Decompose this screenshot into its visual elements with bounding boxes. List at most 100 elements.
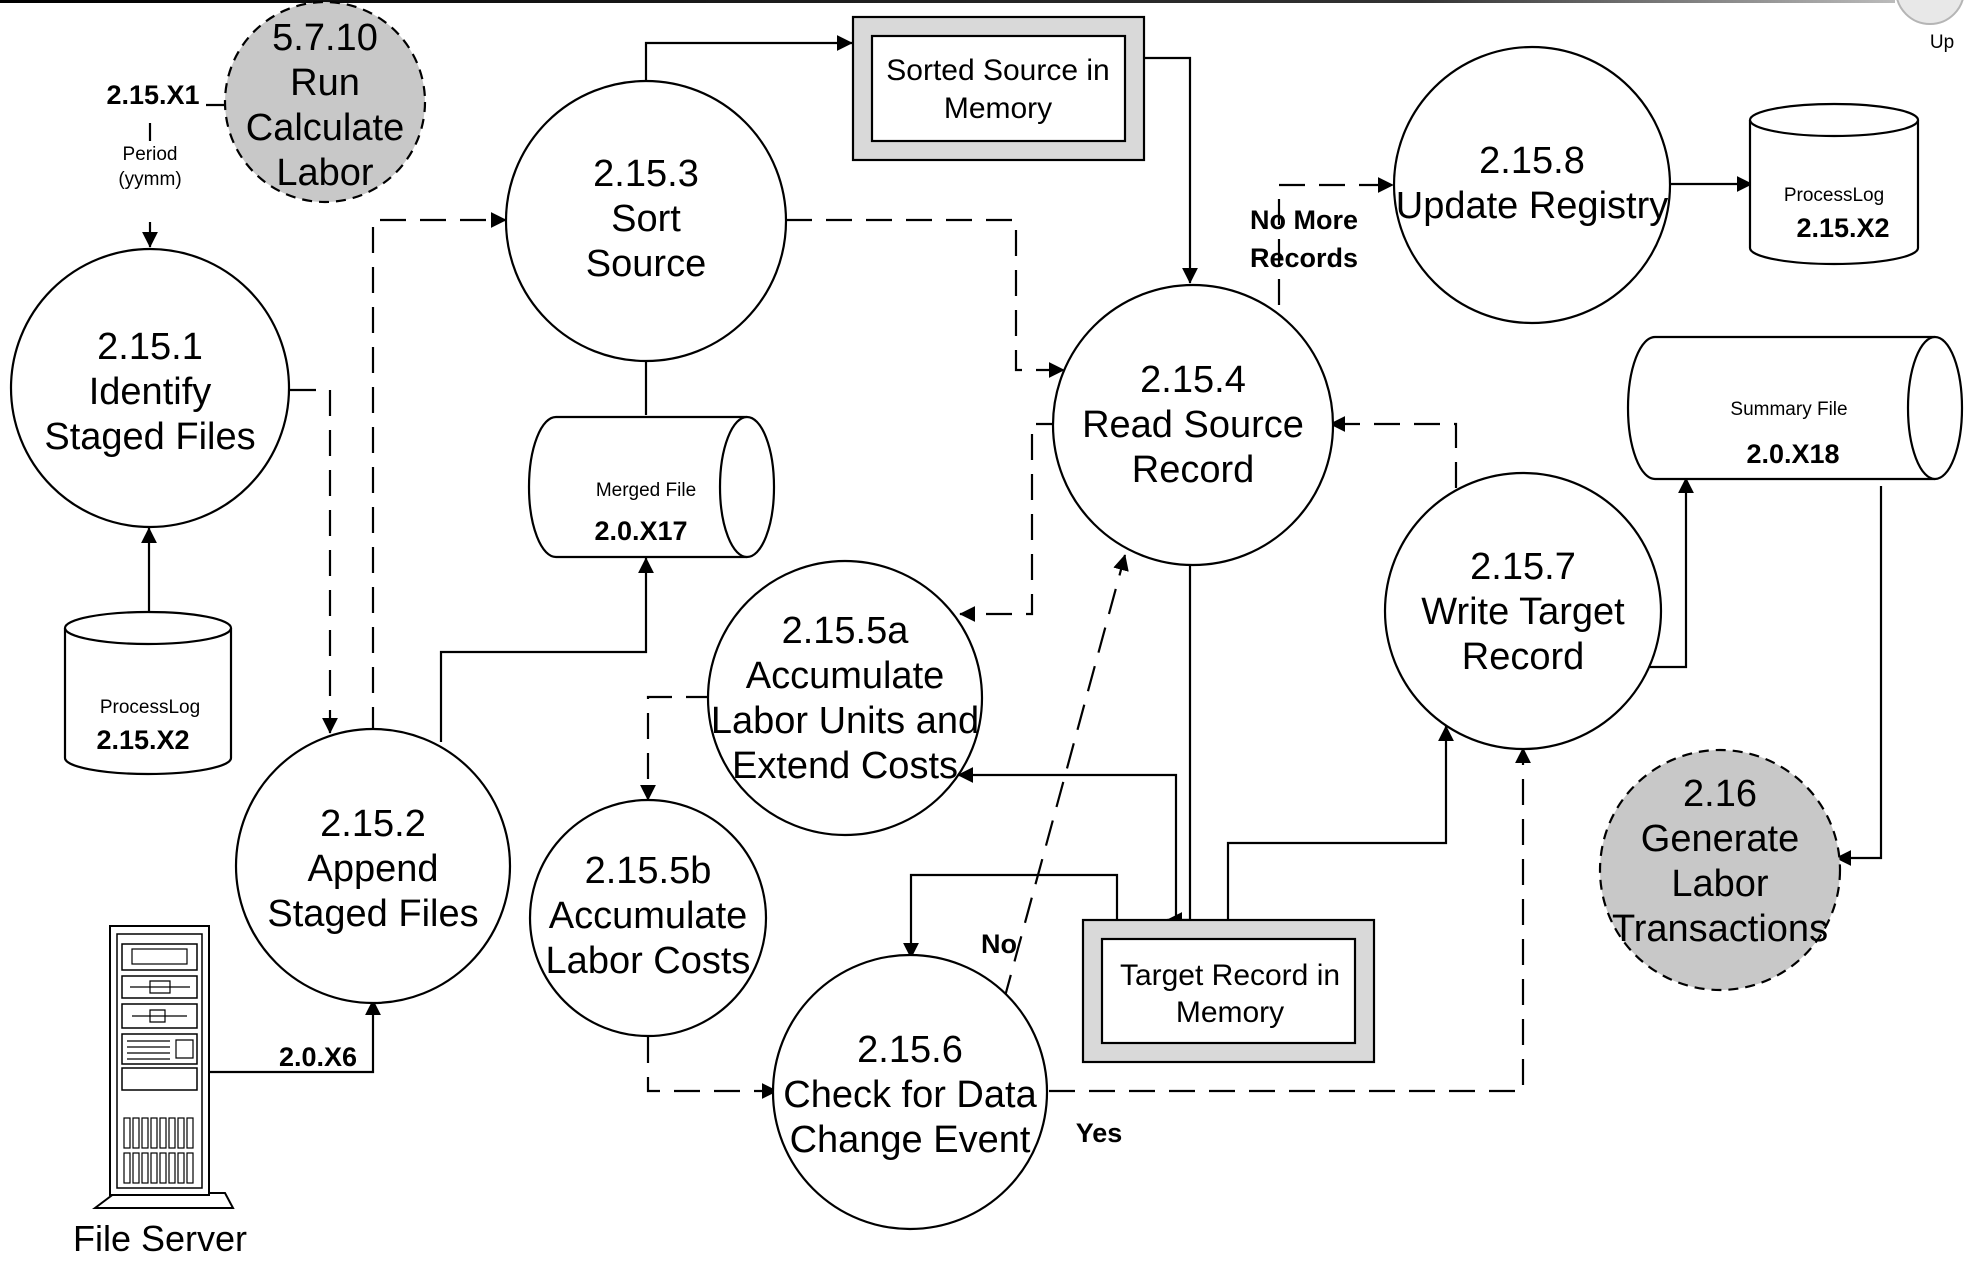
process-2-15-3: 2.15.3 Sort Source xyxy=(504,79,788,363)
server-base xyxy=(92,1192,235,1209)
file-server-label: File Server xyxy=(73,1218,247,1259)
summary-file-code: 2.0.X18 xyxy=(1746,439,1839,469)
flow-accumulate-a-to-b xyxy=(640,695,712,801)
no-label: No xyxy=(981,929,1017,959)
processlog-right-top xyxy=(1748,102,1920,138)
sorted-source-memory: Sorted Source in Memory xyxy=(851,15,1146,162)
process-2-15-8-line-2: Update Registry xyxy=(1396,185,1668,227)
sorted-source-inner xyxy=(870,34,1127,143)
process-5-7-10-line-4: Labor xyxy=(276,152,374,194)
process-2-15-3-number: 2.15.3 xyxy=(593,153,699,195)
flow-target-memory-to-check xyxy=(903,873,1119,959)
processlog-right-store: ProcessLog 2.15.X2 xyxy=(1748,102,1920,266)
process-2-15-2-number: 2.15.2 xyxy=(320,803,426,845)
process-2-15-5b-number: 2.15.5b xyxy=(585,850,712,892)
merged-file-store: Merged File 2.0.X17 xyxy=(527,415,776,559)
merged-file-code: 2.0.X17 xyxy=(594,516,687,546)
flow-server-to-append xyxy=(208,999,381,1074)
flow-summary-to-generate xyxy=(1835,486,1883,866)
process-2-16-number: 2.16 xyxy=(1683,773,1757,815)
summary-file-end xyxy=(1906,335,1936,481)
input-id-label: 2.15.X1 xyxy=(106,80,199,110)
flow-append-to-merged xyxy=(439,557,654,742)
server-blank-bay xyxy=(121,1067,198,1091)
process-2-15-1: 2.15.1 Identify Staged Files xyxy=(9,247,291,529)
process-2-15-5a: 2.15.5a Accumulate Labor Units and Exten… xyxy=(706,559,984,837)
yes-label: Yes xyxy=(1076,1118,1123,1148)
flow-sort-to-read xyxy=(786,218,1065,378)
process-2-16-circle xyxy=(1598,748,1842,992)
merged-file-end xyxy=(718,415,748,559)
process-5-7-10-line-2: Run xyxy=(290,62,360,104)
target-record-memory: Target Record in Memory xyxy=(1081,918,1376,1064)
process-2-15-5b-line-3: Labor Costs xyxy=(546,940,751,982)
process-5-7-10-circle xyxy=(223,0,427,204)
server-drive-slot xyxy=(131,948,188,965)
flow-check-no-to-read xyxy=(1002,554,1129,1001)
up-icon[interactable] xyxy=(1896,0,1964,25)
flow-target-memory-to-accumulate xyxy=(957,767,1178,920)
flow-sort-to-sorted-memory xyxy=(644,35,853,97)
process-2-15-8: 2.15.8 Update Registry xyxy=(1392,45,1672,325)
processlog-right-code: 2.15.X2 xyxy=(1796,213,1889,243)
process-2-15-6-circle xyxy=(771,953,1049,1231)
process-2-15-6-number: 2.15.6 xyxy=(857,1029,963,1071)
process-2-15-7: 2.15.7 Write Target Record xyxy=(1383,471,1663,751)
top-border xyxy=(0,0,1895,3)
process-2-15-7-line-2: Write Target xyxy=(1421,591,1625,633)
summary-file-name: Summary File xyxy=(1730,399,1847,420)
period-format-label: (yymm) xyxy=(118,169,181,190)
process-2-15-6: 2.15.6 Check for Data Change Event xyxy=(771,953,1049,1231)
up-label[interactable]: Up xyxy=(1930,32,1954,53)
target-record-inner xyxy=(1100,937,1357,1045)
flow-target-memory-to-write xyxy=(1226,725,1454,920)
flow-check-yes-to-write xyxy=(1049,747,1531,1093)
file-server: File Server xyxy=(73,925,247,1259)
sorted-source-line-2: Memory xyxy=(944,92,1052,125)
process-2-15-5a-line-4: Extend Costs xyxy=(732,745,958,787)
process-2-15-1-number: 2.15.1 xyxy=(97,326,203,368)
server-bay-2-icon xyxy=(130,980,190,994)
process-2-15-5b: 2.15.5b Accumulate Labor Costs xyxy=(528,798,768,1038)
process-2-15-4-circle xyxy=(1051,283,1335,567)
process-2-16-line-2: Generate xyxy=(1641,818,1799,860)
process-2-15-7-number: 2.15.7 xyxy=(1470,546,1576,588)
server-panel-lines xyxy=(127,1039,194,1060)
period-label: Period xyxy=(123,144,178,165)
flow-identify-to-append xyxy=(290,388,338,734)
process-2-15-2: 2.15.2 Append Staged Files xyxy=(234,727,512,1005)
process-2-15-3-line-3: Source xyxy=(586,243,706,285)
records-label: Records xyxy=(1250,243,1358,273)
processlog-right-body xyxy=(1748,120,1920,266)
process-5-7-10-line-3: Calculate xyxy=(246,107,404,149)
process-5-7-10-number: 5.7.10 xyxy=(272,17,378,59)
flow-labels: 2.15.X1 Period (yymm) 2.0.X6 No More Rec… xyxy=(100,80,1358,1148)
processlog-left-top xyxy=(63,610,233,646)
process-2-15-6-line-2: Check for Data xyxy=(783,1074,1037,1116)
process-2-15-4-line-2: Read Source xyxy=(1082,404,1304,446)
flow-sorted-memory-to-read xyxy=(1143,56,1198,284)
target-record-line-2: Memory xyxy=(1176,996,1284,1029)
flow-write-to-read xyxy=(1329,416,1458,488)
process-2-15-4: 2.15.4 Read Source Record xyxy=(1051,283,1335,567)
no-more-label: No More xyxy=(1250,205,1358,235)
process-2-16-line-3: Labor xyxy=(1671,863,1769,905)
server-bay-3-icon xyxy=(132,1009,187,1023)
process-2-15-7-circle xyxy=(1383,471,1663,751)
process-2-15-7-line-3: Record xyxy=(1462,636,1585,678)
process-2-15-8-circle xyxy=(1392,45,1672,325)
flow-write-to-summary xyxy=(1650,477,1694,669)
sorted-source-line-1: Sorted Source in xyxy=(886,54,1109,87)
process-2-15-5a-line-2: Accumulate xyxy=(746,655,945,697)
up-widget[interactable]: Up xyxy=(1896,0,1964,53)
processlog-left-store: ProcessLog 2.15.X2 xyxy=(63,610,233,776)
process-2-16-line-4: Transactions xyxy=(1612,908,1828,950)
merged-file-name: Merged File xyxy=(596,480,696,501)
processlog-left-name: ProcessLog xyxy=(100,697,200,718)
data-flows xyxy=(141,35,1883,1099)
server-flow-label: 2.0.X6 xyxy=(279,1042,357,1072)
process-2-15-1-line-2: Identify xyxy=(89,371,212,413)
process-2-15-1-circle xyxy=(9,247,291,529)
process-2-15-2-line-2: Append xyxy=(307,848,438,890)
